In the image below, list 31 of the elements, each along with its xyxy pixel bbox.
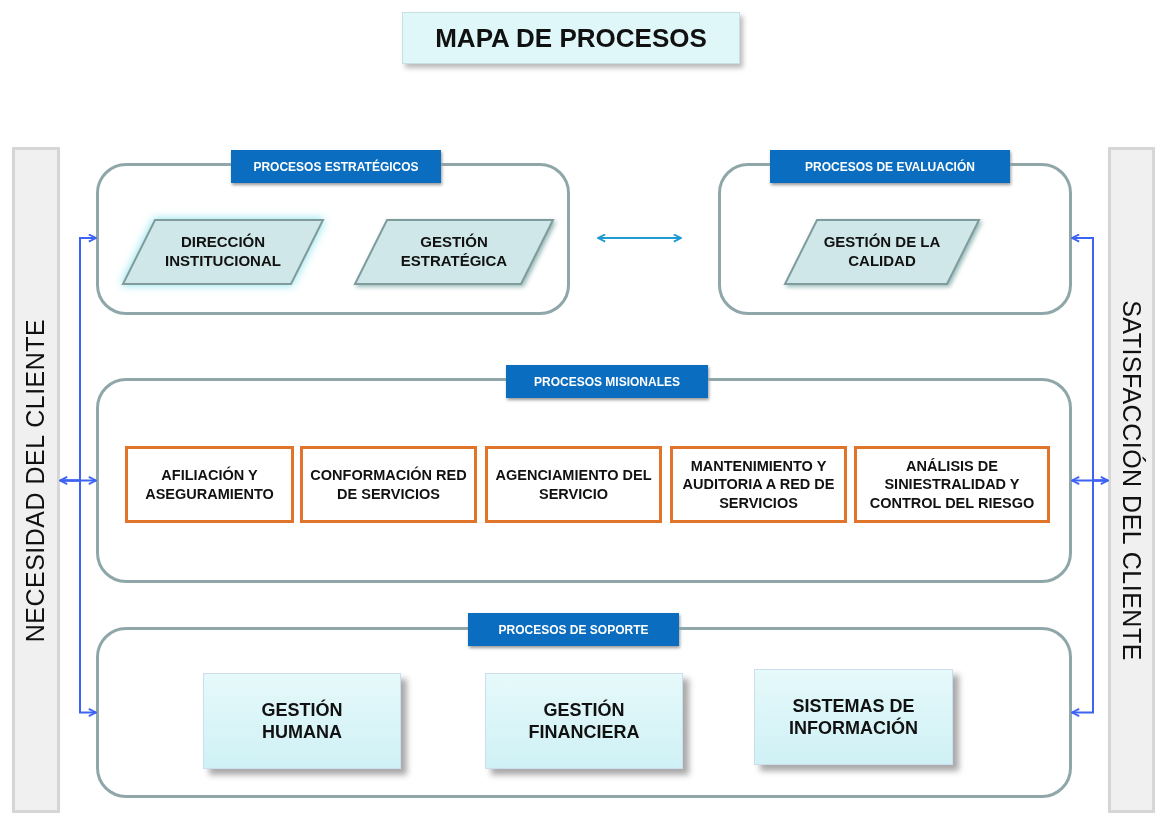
- process-label: GESTIÓN DE LA CALIDAD: [822, 233, 942, 271]
- process-label: GESTIÓN HUMANA: [260, 698, 344, 744]
- process-label: DIRECCIÓN INSTITUCIONAL: [164, 233, 282, 271]
- process-label: AFILIACIÓN Y ASEGURAMIENTO: [144, 466, 275, 503]
- process-box: [670, 446, 847, 523]
- process-label: ANÁLISIS DE SINIESTRALIDAD Y CONTROL DEL RIESGO: [868, 457, 1036, 512]
- group-heading: PROCESOS DE SOPORTE: [468, 613, 679, 646]
- process-label: AGENCIAMIENTO DEL SERVICIO: [494, 466, 653, 503]
- process-box: [125, 446, 294, 523]
- process-label: GESTIÓN FINANCIERA: [527, 698, 641, 744]
- connector-arrow: [59, 476, 97, 485]
- connector-arrow: [597, 233, 682, 243]
- side-band: [1108, 147, 1155, 813]
- process-label: MANTENIMIENTO Y AUDITORIA A RED DE SERVICIOS: [681, 457, 836, 512]
- process-box: [203, 673, 401, 769]
- process-box: [485, 446, 662, 523]
- process-box: [854, 446, 1050, 523]
- band-label: NECESIDAD DEL CLIENTE: [21, 318, 51, 642]
- process-box: [300, 446, 477, 523]
- process-label: CONFORMACIÓN RED DE SERVICIOS: [309, 466, 468, 503]
- band-label: SATISFACCIÓN DEL CLIENTE: [1117, 299, 1146, 661]
- process-label: GESTIÓN ESTRATÉGICA: [399, 233, 509, 271]
- side-band: [12, 147, 60, 813]
- process-box: [754, 669, 953, 765]
- group-heading: PROCESOS MISIONALES: [506, 365, 708, 398]
- group-heading: PROCESOS DE EVALUACIÓN: [770, 150, 1010, 183]
- process-label: SISTEMAS DE INFORMACIÓN: [788, 694, 919, 740]
- process-box: [485, 673, 683, 769]
- title: MAPA DE PROCESOS: [435, 22, 707, 54]
- connector-arrow: [1071, 476, 1109, 485]
- group-heading: PROCESOS ESTRATÉGICOS: [231, 150, 441, 183]
